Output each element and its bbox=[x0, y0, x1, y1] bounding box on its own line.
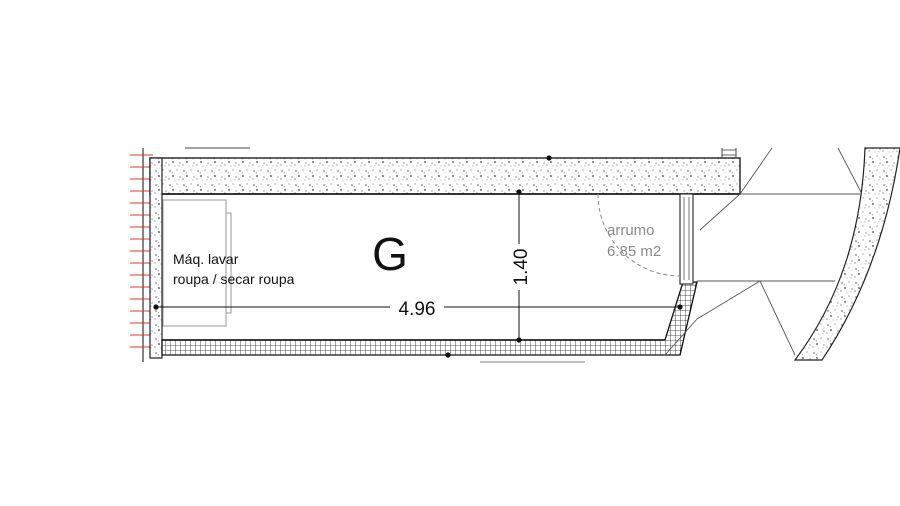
dimension-length-label: 4.96 bbox=[399, 299, 436, 320]
red-tick-marks bbox=[130, 154, 153, 348]
storage-partition bbox=[597, 193, 694, 285]
appliance-label-line2: roupa / secar roupa bbox=[173, 271, 295, 287]
dimension-node bbox=[546, 155, 552, 161]
dimension-node bbox=[677, 304, 683, 310]
dimension-node bbox=[516, 337, 522, 343]
dimension-width-label: 1.40 bbox=[511, 249, 532, 286]
room-letter: G bbox=[372, 228, 408, 280]
storage-area-label: 6.85 m2 bbox=[607, 243, 661, 260]
left-wall bbox=[149, 157, 163, 359]
dimension-node bbox=[153, 304, 159, 310]
appliance-outline bbox=[162, 199, 232, 327]
bottom-wall bbox=[161, 281, 698, 363]
exterior-right bbox=[664, 147, 900, 361]
dimension-node bbox=[516, 189, 522, 195]
storage-label: arrumo bbox=[607, 222, 655, 239]
top-wall bbox=[149, 147, 741, 195]
left-gridline bbox=[130, 148, 153, 362]
appliance-label-line1: Máq. lavar bbox=[173, 251, 239, 267]
dimension-node bbox=[445, 352, 451, 358]
